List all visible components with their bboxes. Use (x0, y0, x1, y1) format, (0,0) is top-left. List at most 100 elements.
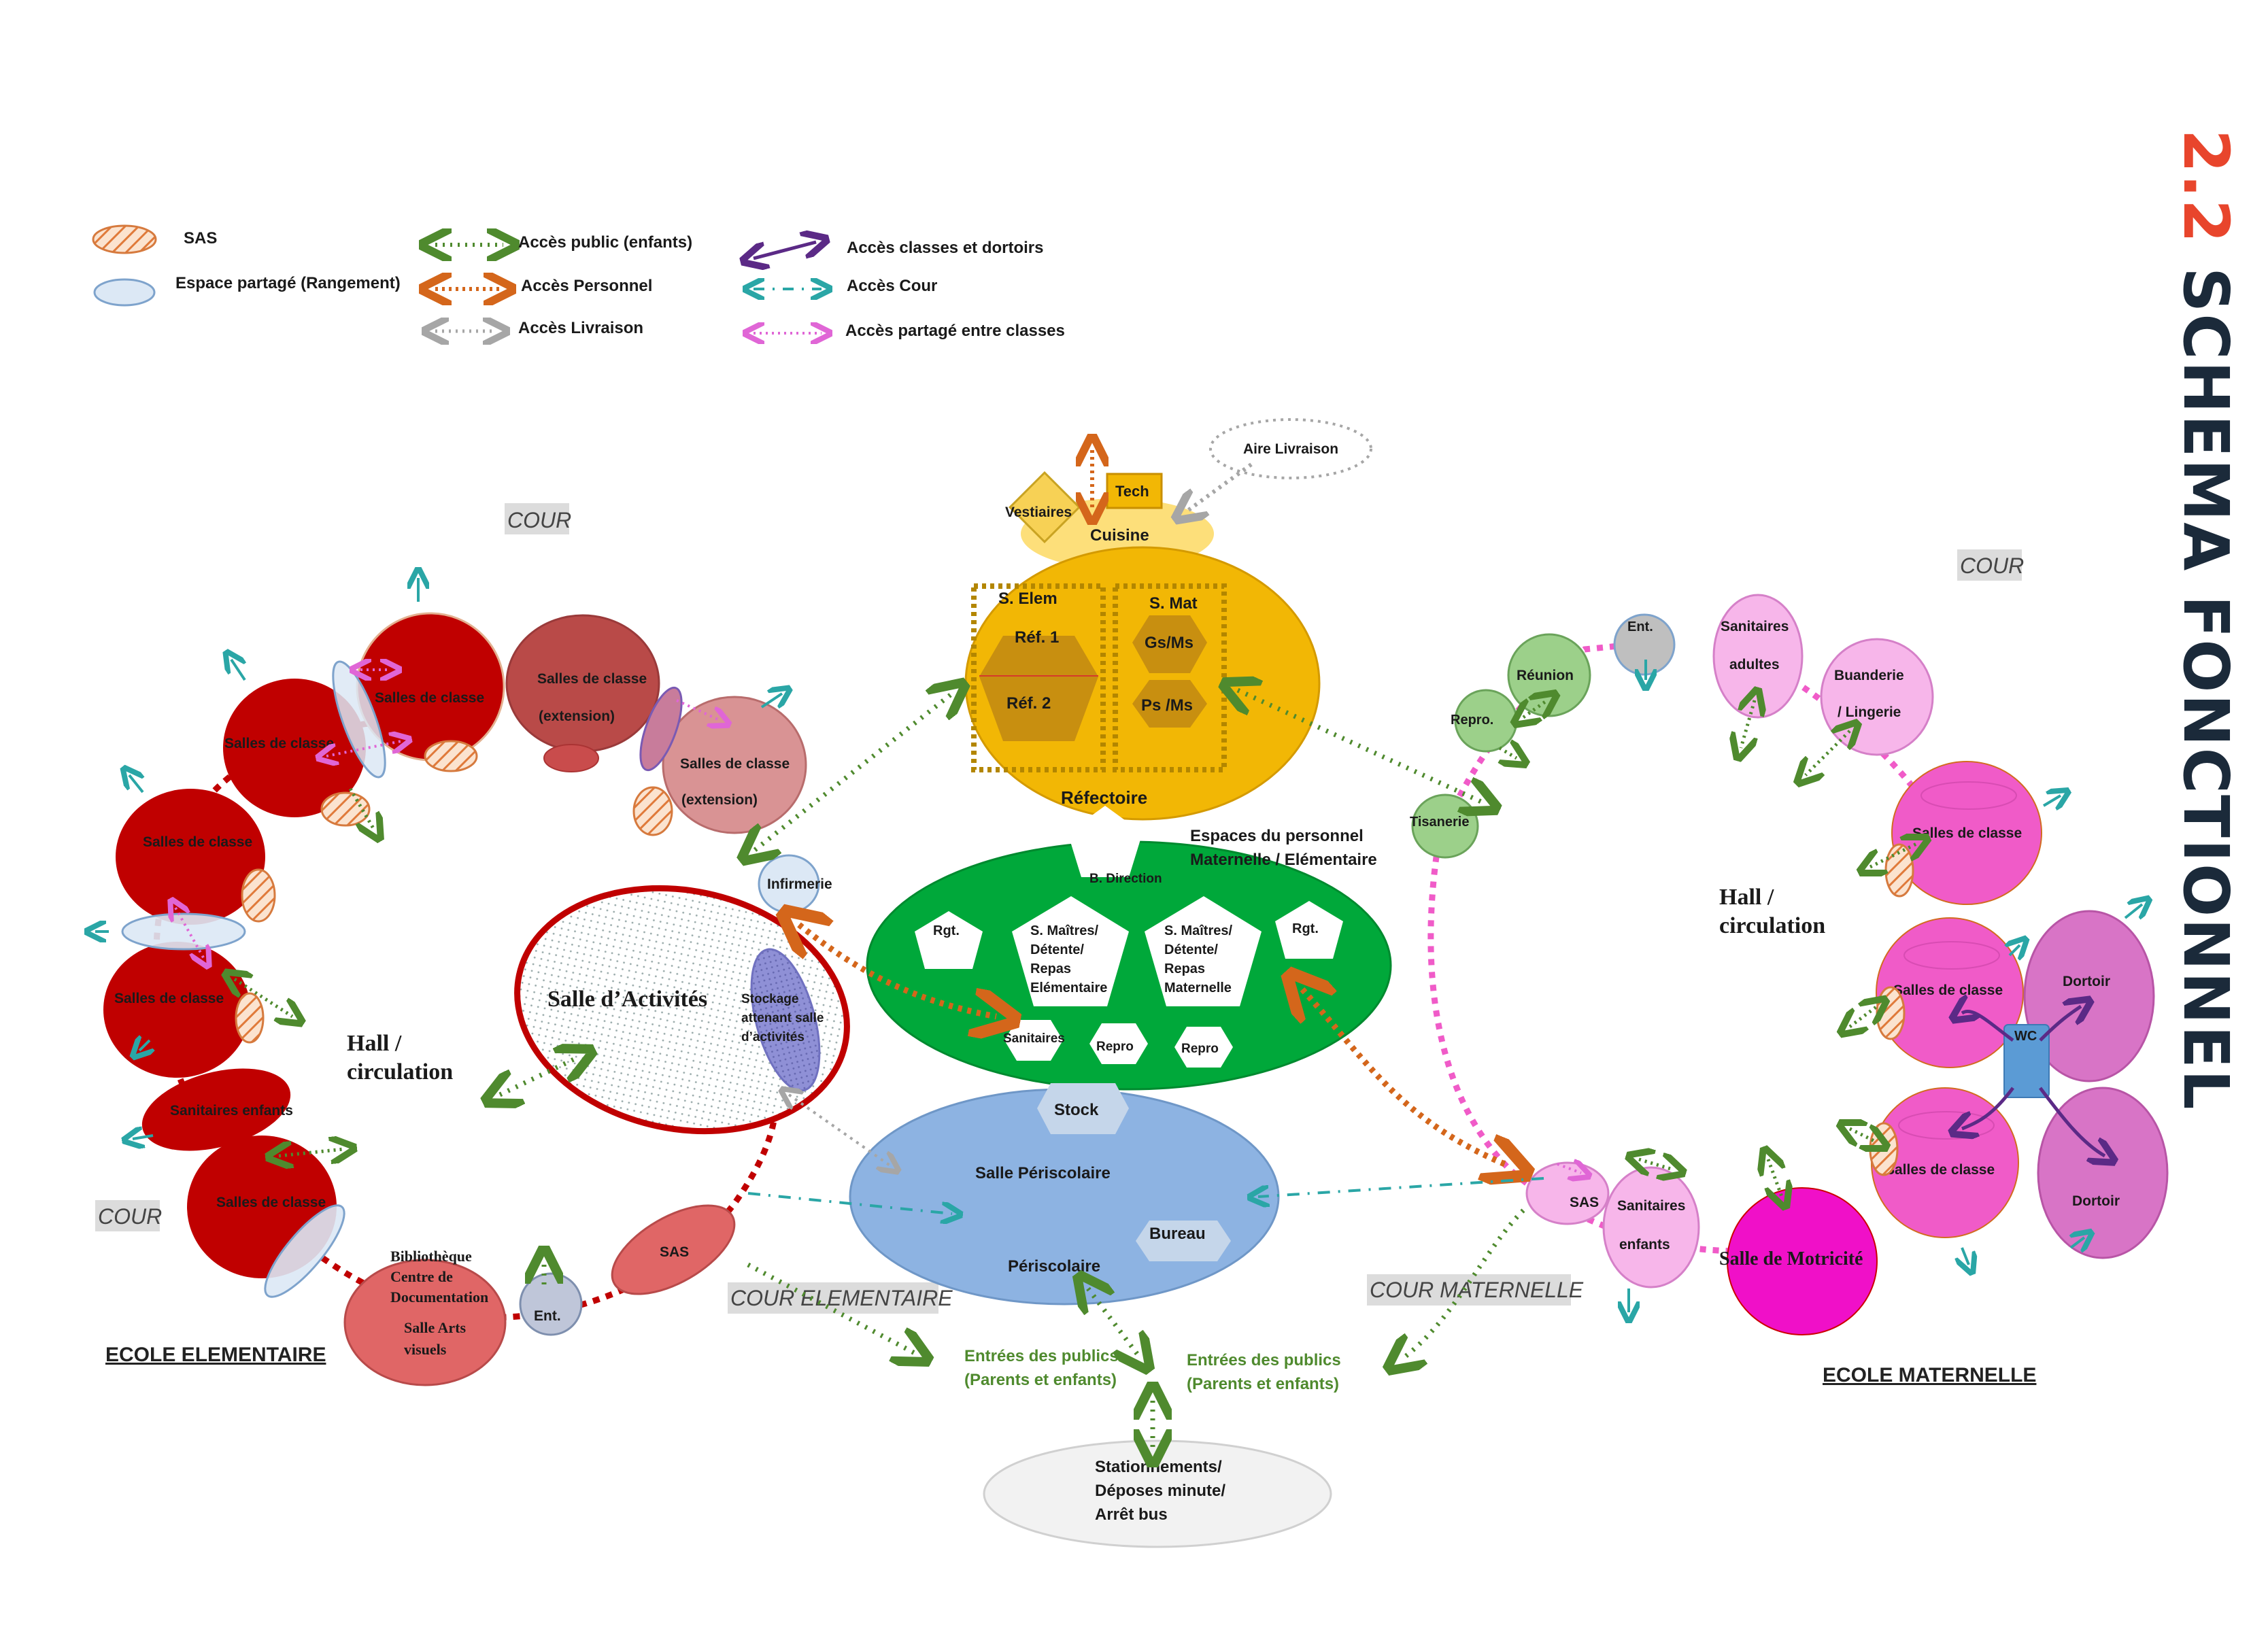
bibliotheque (343, 1259, 507, 1386)
rgt-label-left: Rgt. (933, 923, 960, 938)
maitres-mat-4: Maternelle (1164, 980, 1232, 995)
s-mat-label: S. Mat (1149, 594, 1198, 613)
entrance-right-2: (Parents et enfants) (1187, 1375, 1339, 1393)
legend-sas-swatch (92, 224, 157, 254)
tisanerie-label: Tisanerie (1410, 815, 1469, 830)
maitres-elem-3: Repas (1030, 961, 1071, 976)
elementary-school: Salles de classe Salles de classe (exten… (103, 612, 832, 1386)
gsms-label: Gs/Ms (1145, 634, 1194, 652)
cour-elementaire-label: COUR ELEMENTAIRE (730, 1286, 953, 1310)
page-title: 2.2 SCHEMA FONCTIONNEL (2169, 129, 2265, 1111)
salle-activites: Salle d’Activités Stockage attenant sall… (514, 885, 850, 1135)
rgt-label-right: Rgt. (1292, 921, 1319, 936)
extension-2-label-a: Salles de classe (680, 756, 790, 772)
legend-public-label: Accès public (enfants) (518, 233, 692, 252)
courtyard-labels: COUR COUR COUR COUR ELEMENTAIRE COUR MAT… (95, 503, 2024, 1314)
stock-label: Stock (1054, 1101, 1099, 1119)
reunion-label: Réunion (1517, 668, 1574, 683)
activites-storage-label-3: d’activités (741, 1030, 805, 1044)
extension-1-label-b: (extension) (539, 709, 615, 724)
sanitaires-enfants (141, 1068, 291, 1151)
staff-block: Espaces du personnel Maternelle / Elémen… (866, 806, 1392, 1091)
legend-cour-label: Accès Cour (847, 277, 937, 295)
activites-storage-label-2: attenant salle (741, 1011, 824, 1025)
sas-hatch-5 (632, 786, 673, 836)
elementary-entrance (519, 1272, 583, 1336)
ref1-label: Réf. 1 (1015, 628, 1059, 647)
arts-label-1: Salle Arts (404, 1319, 466, 1336)
sanitaires-enfants-m-label-2: enfants (1619, 1237, 1670, 1252)
tech-label: Tech (1115, 483, 1149, 500)
entrance-left-2: (Parents et enfants) (964, 1371, 1117, 1389)
maternelle-classroom-2 (1876, 917, 2024, 1068)
psms-label: Ps /Ms (1141, 696, 1193, 715)
m-sas-hatch-1 (1884, 843, 1914, 898)
m-sas-hatch-3 (1869, 1122, 1899, 1176)
bibliotheque-label-1: Bibliothèque (390, 1248, 472, 1265)
classroom-5-label: Salles de classe (216, 1195, 326, 1210)
classroom-3 (116, 789, 265, 925)
vestiaires-label: Vestiaires (1005, 505, 1072, 520)
bureau-label: Bureau (1149, 1225, 1206, 1243)
extension-2-label-b: (extension) (681, 792, 758, 808)
sanitaires-adultes-label-2: adultes (1729, 657, 1780, 672)
shared-space-2 (121, 912, 246, 951)
activites-title: Salle d’Activités (547, 987, 707, 1012)
legend-classes-label: Accès classes et dortoirs (847, 239, 1044, 257)
parking-label-2: Déposes minute/ (1095, 1482, 1225, 1500)
legend-delivery-label: Accès Livraison (518, 319, 643, 337)
cour-maternelle-label: COUR MATERNELLE (1370, 1278, 1584, 1302)
sas-hatch-4 (235, 992, 265, 1044)
buanderie-label-2: / Lingerie (1838, 704, 1901, 720)
legend-sas-label: SAS (184, 229, 217, 248)
maitres-mat-2: Détente/ (1164, 942, 1218, 957)
entrance-right-1: Entrées des publics (1187, 1351, 1341, 1369)
activites-storage-label-1: Stockage (741, 992, 798, 1006)
salle-motricite-label: Salle de Motricité (1719, 1248, 1863, 1269)
elementary-sas (611, 1204, 736, 1295)
maternelle-entrance-label: Ent. (1627, 619, 1653, 634)
sas-hatch-2 (320, 791, 371, 827)
refectoire-block: Cuisine Tech Vestiaires Aire Livraison S… (964, 418, 1372, 821)
maternelle-sas-label: SAS (1570, 1195, 1599, 1210)
legend-classes-arrow (754, 242, 816, 258)
periscolaire-label: Périscolaire (1008, 1257, 1100, 1276)
staff-title-1: Espaces du personnel (1190, 827, 1364, 845)
maternelle-classroom-3-label: Salles de classe (1885, 1162, 1995, 1178)
elementary-sas-label: SAS (660, 1244, 689, 1260)
sas-hatch-1 (424, 740, 478, 772)
classroom-2 (223, 679, 366, 817)
wc-label: WC (2014, 1029, 2037, 1044)
shared-space-3 (264, 1204, 345, 1298)
legend-shared-swatch (93, 278, 156, 307)
maternelle-classroom-2-label: Salles de classe (1893, 983, 2003, 998)
cuisine-label: Cuisine (1090, 526, 1149, 545)
elementary-hall-label-b: circulation (347, 1059, 453, 1085)
sanitaires-adultes-label-1: Sanitaires (1721, 619, 1789, 634)
bibliotheque-label-3: Documentation (390, 1289, 488, 1306)
cour-left-label: COUR (98, 1204, 162, 1229)
salle-motricite (1727, 1187, 1878, 1335)
entrance-left-1: Entrées des publics (964, 1347, 1119, 1365)
buanderie-label-1: Buanderie (1834, 668, 1904, 683)
ecole-elementaire-label: ECOLE ELEMENTAIRE (105, 1344, 326, 1366)
elementary-hall-label-a: Hall / (347, 1031, 402, 1056)
shared-space-4 (639, 686, 683, 772)
classroom-3-label: Salles de classe (143, 834, 252, 850)
buanderie (1820, 638, 1934, 756)
section-title: SCHEMA FONCTIONNEL (2169, 267, 2242, 1111)
refectoire-label: Réfectoire (1061, 787, 1147, 808)
direction-label: B. Direction (1089, 872, 1162, 886)
infirmerie-label: Infirmerie (767, 876, 832, 892)
extension-1-label-a: Salles de classe (537, 671, 647, 687)
maitres-elem-1: S. Maîtres/ (1030, 923, 1098, 938)
legend: SAS Espace partagé (Rangement) Accès pub… (92, 224, 1065, 340)
sanitaires-enfants-m-label-1: Sanitaires (1617, 1198, 1685, 1214)
ecole-maternelle-label: ECOLE MATERNELLE (1823, 1364, 2036, 1386)
bibliotheque-label-2: Centre de (390, 1268, 453, 1285)
dortoir-2 (2037, 1087, 2169, 1259)
maternelle-school: Tisanerie Repro. Réunion Ent. Sanitaires… (1410, 594, 2169, 1335)
access-arrows (95, 450, 2142, 1448)
staff-repro-label-1: Repro (1096, 1040, 1134, 1054)
cour-right-label: COUR (1960, 553, 2024, 578)
